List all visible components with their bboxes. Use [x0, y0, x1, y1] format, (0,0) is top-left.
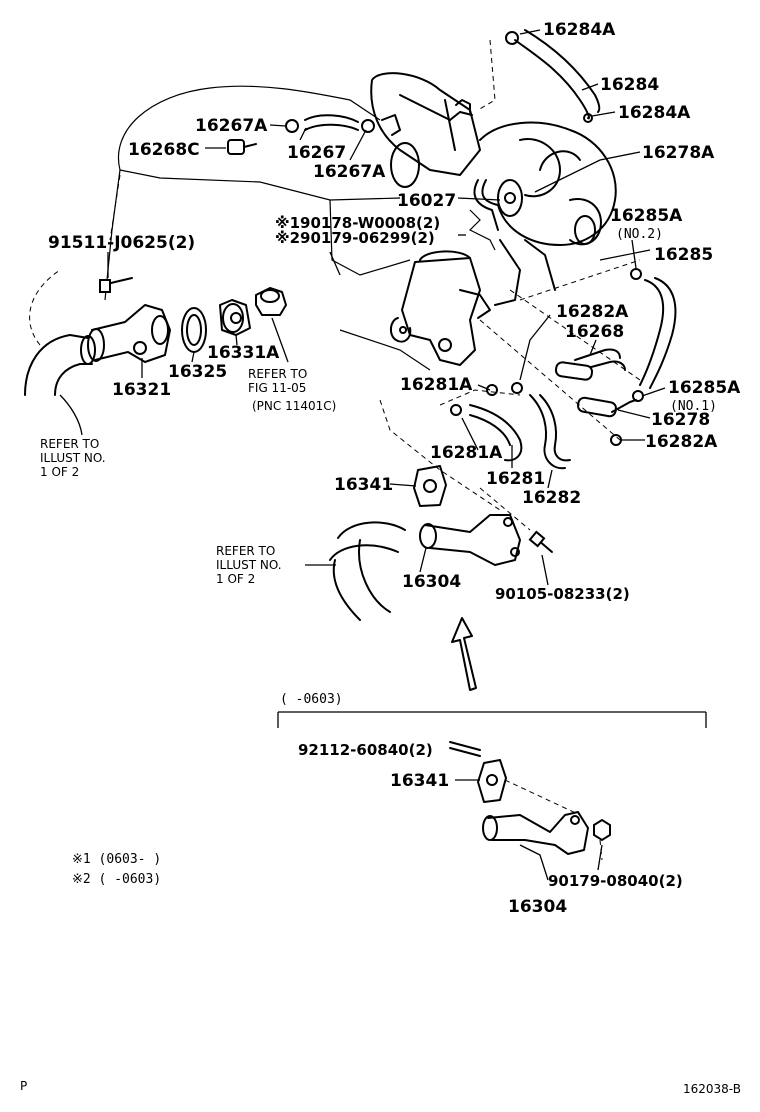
hose-16267	[227, 114, 401, 155]
label-16268: 16268	[565, 322, 624, 342]
water-inlet-16321	[87, 304, 171, 363]
label-16285: 16285	[654, 245, 713, 265]
refer-fig-line1: REFER TO	[248, 367, 307, 381]
label-16268C: 16268C	[128, 140, 200, 160]
label-16285A-top: 16285A	[610, 206, 683, 226]
label-16282A-top: 16282A	[556, 302, 629, 322]
note-2: ※2 ( -0603)	[72, 872, 161, 887]
refer-mid-line2: ILLUST NO.	[216, 558, 282, 572]
hose-16268	[554, 348, 626, 381]
engine-outline	[104, 85, 651, 371]
stud-92112	[449, 741, 481, 757]
note-290179: ※290179-06299(2)	[275, 229, 435, 247]
refer-fig-line2: FIG 11-05	[248, 381, 306, 395]
label-90105: 90105-08233(2)	[495, 585, 630, 603]
hose-16281	[450, 384, 523, 462]
hose-16278	[577, 396, 637, 418]
hose-16282	[511, 382, 622, 470]
label-16331A: 16331A	[207, 343, 280, 363]
refer-left-line3: 1 OF 2	[40, 465, 79, 479]
bolt-90105	[528, 530, 553, 553]
label-91511: 91511-J0625(2)	[48, 233, 195, 253]
label-16284A-mid: 16284A	[618, 103, 691, 123]
label-16281A-low: 16281A	[430, 443, 503, 463]
water-pipe-16304-lower	[482, 811, 589, 855]
thermostat-case	[255, 287, 287, 316]
water-pipe-16304-upper	[329, 514, 521, 621]
gasket-16341-lower	[477, 759, 507, 803]
label-16281: 16281	[486, 469, 545, 489]
bolt-91511	[99, 277, 133, 293]
radiator-hose-left	[24, 334, 96, 396]
label-16278A: 16278A	[642, 143, 715, 163]
refer-left-line2: ILLUST NO.	[40, 451, 106, 465]
label-16284A-top: 16284A	[543, 20, 616, 40]
label-92112: 92112-60840(2)	[298, 741, 433, 759]
label-16321: 16321	[112, 380, 171, 400]
label-16304-top: 16304	[402, 572, 461, 592]
label-16284: 16284	[600, 75, 659, 95]
gasket-16325	[181, 307, 207, 353]
refer-fig-line3: (PNC 11401C)	[252, 399, 336, 413]
label-16341-top: 16341	[334, 475, 393, 495]
nut-90179	[593, 818, 611, 842]
refer-left-line1: REFER TO	[40, 437, 99, 451]
figure-id: 162038-B	[683, 1082, 741, 1096]
direction-arrow	[451, 617, 477, 691]
label-no2: (NO.2)	[616, 227, 663, 242]
refer-mid-line1: REFER TO	[216, 544, 275, 558]
label-16278: 16278	[651, 410, 710, 430]
note-190178: ※190178-W0008(2)	[275, 214, 440, 232]
label-16285A-low: 16285A	[668, 378, 741, 398]
thermostat-16331A	[219, 299, 251, 336]
range-bracket	[277, 711, 707, 728]
gasket-16341-upper	[413, 465, 447, 507]
label-16304-bottom: 16304	[508, 897, 567, 917]
refer-mid-line3: 1 OF 2	[216, 572, 255, 586]
label-16325: 16325	[168, 362, 227, 382]
leader-lines	[59, 29, 666, 881]
label-16282A-low: 16282A	[645, 432, 718, 452]
corner-p: P	[20, 1079, 27, 1093]
label-16267A-low: 16267A	[313, 162, 386, 182]
label-16027: 16027	[397, 191, 456, 211]
turbocharger-group	[370, 72, 617, 306]
label-16341-bottom: 16341	[390, 771, 449, 791]
label-16267A-top: 16267A	[195, 116, 268, 136]
label-range-bracket: ( -0603)	[280, 692, 343, 707]
label-16282: 16282	[522, 488, 581, 508]
label-16281A-top: 16281A	[400, 375, 473, 395]
label-no1: (NO.1)	[670, 399, 717, 414]
label-90179: 90179-08040(2)	[548, 872, 683, 890]
hose-16284	[505, 29, 601, 123]
water-housing	[390, 250, 491, 366]
note-1: ※1 (0603- )	[72, 852, 161, 867]
label-16267: 16267	[287, 143, 346, 163]
